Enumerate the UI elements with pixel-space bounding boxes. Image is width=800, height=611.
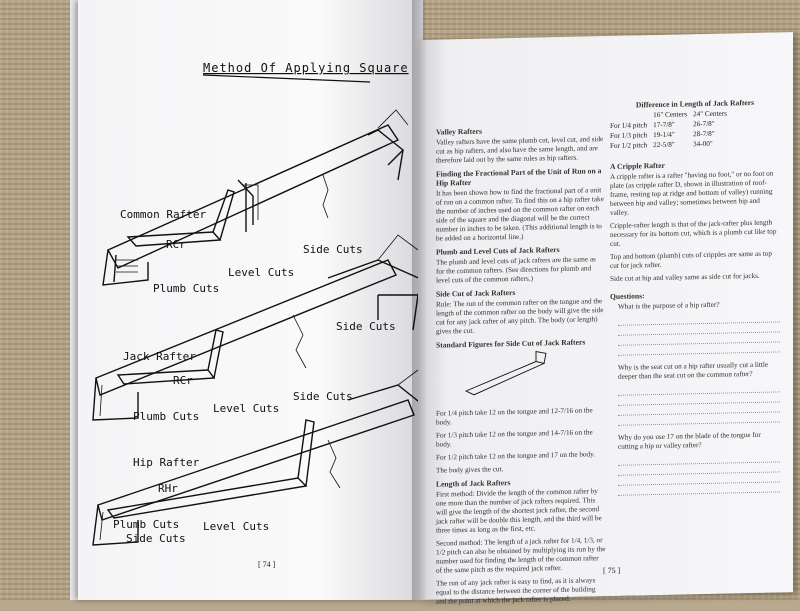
figure-1-text: For 1/4 pitch take 12 on the tongue and …	[436, 406, 593, 427]
figure-3-text: For 1/2 pitch take 12 on the tongue and …	[436, 450, 596, 462]
answer-line	[618, 412, 780, 426]
valley-text: Valley rafters have the same plumb cut, …	[436, 135, 604, 165]
table-cell: 34-00"	[693, 139, 713, 149]
left-page: Method Of Applying Square Common Rafter …	[78, 0, 424, 600]
cripple-text-2: Cripple-rafter length is that of the jac…	[610, 218, 777, 248]
label-plumb-cuts-1: Plumb Cuts	[153, 282, 219, 295]
left-page-number: [ 74 ]	[258, 560, 276, 569]
table-title: Difference in Length of Jack Rafters	[635, 97, 755, 110]
label-jack-rafter: Jack Rafter	[123, 350, 196, 363]
cripple-text-4: Side cut at hip and valley same as side …	[610, 271, 760, 283]
label-rcr-1: RCr	[166, 238, 186, 251]
label-side-cuts-2: Side Cuts	[336, 320, 396, 333]
answer-line	[618, 482, 780, 496]
side-cut-figure	[464, 350, 547, 396]
label-side-cuts-4: Side Cuts	[126, 532, 186, 545]
right-page: Valley Rafters Valley rafters have the s…	[418, 32, 793, 606]
label-side-cuts-1: Side Cuts	[303, 243, 363, 256]
label-side-cuts-3: Side Cuts	[293, 390, 353, 403]
label-level-cuts-1: Level Cuts	[228, 266, 294, 279]
length-text-1: First method: Divide the length of the c…	[436, 487, 602, 535]
question-2: Why is the seat cut on a hip rafter usua…	[618, 360, 769, 381]
label-common-rafter: Common Rafter	[120, 208, 206, 221]
label-level-cuts-3: Level Cuts	[203, 520, 269, 533]
label-rhr: RHr	[158, 482, 178, 495]
finding-text: It has been shown how to find the fracti…	[436, 186, 604, 243]
jack-rafter-table: 16" Centers 24" Centers For 1/4 pitch 17…	[610, 109, 733, 152]
right-page-number: [ 75 ]	[603, 565, 621, 576]
length-text-3: The run of any jack rafter is easy to fi…	[436, 576, 596, 606]
side-cut-text: Rule: The run of the common rafter on th…	[436, 297, 604, 336]
jack-rafter-figure	[92, 234, 424, 421]
plumb-level-text: The plumb and level cuts of jack rafters…	[436, 255, 596, 285]
book-gutter-shadow	[412, 0, 434, 600]
square-diagram: Method Of Applying Square Common Rafter …	[92, 61, 424, 546]
right-column-1: Valley Rafters Valley rafters have the s…	[436, 121, 606, 611]
answer-line	[618, 342, 780, 356]
cripple-text-1: A cripple rafter is a rafter "having no …	[610, 169, 774, 217]
table-row: For 1/2 pitch 22-5/8" 34-00"	[610, 139, 733, 152]
cripple-text-3: Top and bottom (plumb) cuts of cripples …	[610, 249, 772, 270]
common-rafter-figure	[102, 109, 409, 286]
label-rcr-2: RCr	[173, 374, 193, 387]
label-hip-rafter: Hip Rafter	[133, 456, 200, 469]
table-cell: 22-5/8"	[653, 140, 675, 150]
figure-2-text: For 1/3 pitch take 12 on the tongue and …	[436, 428, 593, 449]
label-level-cuts-2: Level Cuts	[213, 402, 279, 415]
right-column-2: Difference in Length of Jack Rafters 16"…	[610, 94, 780, 496]
question-1: What is the purpose of a hip rafter?	[618, 300, 720, 311]
diagram-title: Method Of Applying Square	[203, 61, 409, 75]
figure-4-text: The body gives the cut.	[436, 465, 504, 475]
question-3: Why do you use 17 on the blade of the to…	[618, 430, 761, 451]
length-text-2: Second method: The length of a jack raft…	[436, 536, 606, 575]
table-cell: For 1/2 pitch	[610, 141, 648, 150]
hip-rafter-figure	[92, 369, 424, 546]
finding-heading: Finding the Fractional Part of the Unit …	[436, 166, 602, 188]
label-plumb-cuts-2: Plumb Cuts	[133, 410, 199, 423]
label-plumb-cuts-3: Plumb Cuts	[113, 518, 179, 531]
